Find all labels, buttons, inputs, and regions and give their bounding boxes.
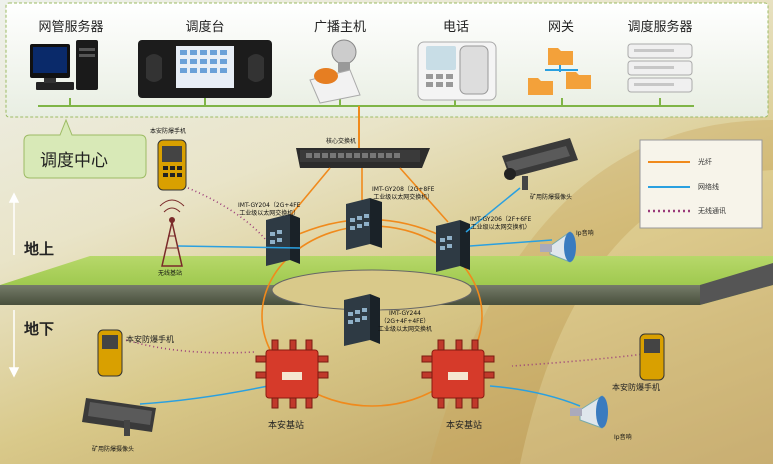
speaker-below-icon	[570, 395, 608, 429]
broadcast-host-icon	[309, 39, 361, 104]
legend-fiber-label: 光纤	[698, 158, 712, 166]
dispatch-center-title: 调度中心	[40, 151, 108, 171]
switch-left-line2: 工业级以太网交换机）	[239, 210, 300, 217]
legend-network-cable-label: 网络线	[698, 183, 719, 191]
switch-mid-line1: IMT-GY208（2G+8FE	[372, 186, 435, 193]
phone-above-label: 本安防爆手机	[150, 128, 187, 135]
base-station-right-label: 本安基站	[446, 421, 483, 431]
phone-icon	[417, 41, 497, 101]
explosion-proof-phone-below-right-icon	[639, 333, 665, 381]
switch-right-label: IMT-GY206（2F+6FE 工业级以太网交换机）	[470, 216, 531, 232]
switch-right-icon	[436, 220, 470, 272]
switch-left-label: IMT-GY204（2G+4FE 工业级以太网交换机）	[238, 202, 300, 218]
base-station-right-icon	[421, 339, 495, 409]
switch-right-line1: IMT-GY206（2F+6FE	[470, 216, 532, 223]
speaker-above-label: Ip音响	[576, 230, 594, 237]
switch-mid-icon	[346, 198, 382, 250]
switch-left-icon	[266, 214, 300, 266]
phone-below-left-label: 本安防爆手机	[126, 335, 174, 344]
switch-below-icon	[344, 294, 380, 346]
zone-below-label: 地下	[24, 320, 55, 338]
device-label-network-server: 网管服务器	[38, 20, 104, 35]
server-icon	[627, 43, 693, 93]
speaker-above-icon	[540, 231, 576, 263]
core-switch-icon	[296, 148, 430, 168]
legend-wireless-label: 无线通讯	[698, 207, 726, 215]
core-switch-label: 核心交换机	[326, 138, 357, 145]
wireless-station-label: 无线基站	[158, 270, 183, 277]
speaker-below-label: Ip音响	[614, 434, 632, 441]
device-label-gateway: 网关	[547, 20, 574, 35]
switch-below-label: IMT-GY244 （2G+4F+4FE） 工业级以太网交换机	[378, 310, 432, 334]
device-label-dispatch-console: 调度台	[185, 20, 225, 35]
switch-mid-label: IMT-GY208（2G+8FE 工业级以太网交换机）	[372, 186, 434, 202]
explosion-proof-phone-below-left-icon	[97, 329, 123, 377]
explosion-proof-phone-above-icon	[157, 139, 187, 191]
gateway-icon	[528, 48, 591, 95]
dispatch-console-icon	[138, 40, 272, 98]
wireless-station-icon	[159, 199, 185, 267]
phone-below-right-label: 本安防爆手机	[612, 383, 660, 392]
legend-box	[639, 139, 763, 229]
device-label-dispatch-server: 调度服务器	[627, 20, 693, 35]
switch-below-line2: （2G+4F+4FE）	[380, 318, 430, 325]
camera-below-label: 矿用防爆摄像头	[92, 446, 135, 453]
device-label-phone: 电话	[442, 20, 469, 35]
base-station-left-label: 本安基站	[268, 421, 305, 431]
computer-icon	[30, 40, 98, 90]
switch-left-line1: IMT-GY204（2G+4FE	[238, 202, 301, 209]
base-station-left-icon	[255, 339, 329, 409]
switch-below-line3: 工业级以太网交换机	[378, 326, 433, 333]
switch-mid-line2: 工业级以太网交换机）	[373, 194, 434, 201]
switch-right-line2: 工业级以太网交换机）	[470, 224, 531, 231]
device-label-broadcast-host: 广播主机	[313, 20, 366, 35]
zone-above-label: 地上	[24, 240, 55, 258]
camera-above-icon	[502, 138, 578, 190]
camera-above-label: 矿用防爆摄像头	[530, 194, 573, 201]
switch-below-line1: IMT-GY244	[389, 310, 421, 317]
camera-below-icon	[82, 398, 156, 436]
